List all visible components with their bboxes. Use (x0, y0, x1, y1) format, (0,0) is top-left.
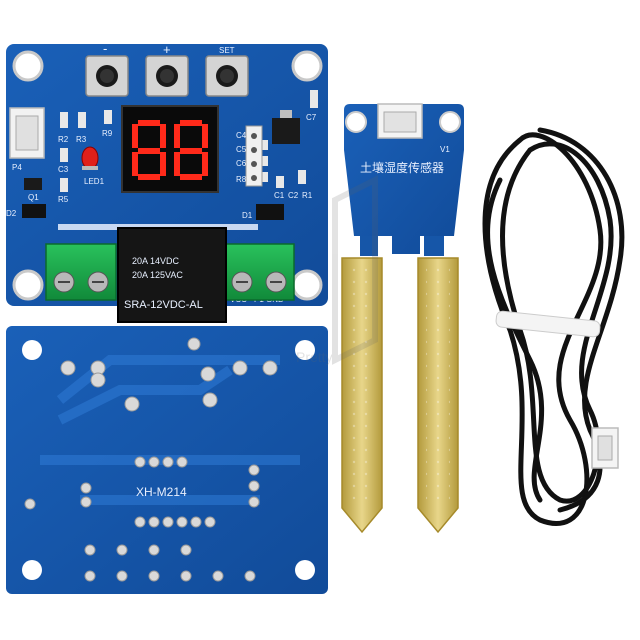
label-q1: Q1 (28, 193, 39, 202)
label-d2: D2 (6, 209, 17, 218)
watermark: Pretty (296, 175, 378, 365)
digit-1 (132, 120, 166, 180)
voltage-regulator (272, 110, 300, 144)
jumper-cable (482, 127, 625, 526)
label-r9: R9 (102, 129, 113, 138)
label-led1: LED1 (84, 177, 105, 186)
soil-probe: 土壤湿度传感器 V1 (341, 103, 464, 534)
cable-tie (495, 310, 601, 338)
mounting-holes-bottom (22, 340, 315, 580)
button-set[interactable] (205, 55, 249, 97)
label-c1: C1 (274, 191, 285, 200)
solder-pads (24, 337, 278, 582)
label-c7: C7 (306, 113, 317, 122)
label-r2: R2 (58, 135, 69, 144)
silkscreen-labels: R2 R3 R9 C7 C3 LED1 Q1 R5 D2 D1 C4 C5 C6… (6, 113, 317, 304)
probe-v1: V1 (440, 145, 450, 154)
label-c2: C2 (288, 191, 299, 200)
red-led (81, 146, 99, 170)
button-set-label: SET (219, 46, 235, 55)
diode-d2 (22, 204, 46, 218)
label-c4: C4 (236, 131, 247, 140)
button-minus[interactable] (85, 55, 129, 97)
label-d1: D1 (242, 211, 253, 220)
transistor-q1 (24, 178, 42, 190)
digit-2 (174, 120, 208, 180)
label-r8: R8 (236, 175, 247, 184)
relay-line1: 20A 14VDC (132, 256, 180, 266)
relay-model: SRA-12VDC-AL (124, 299, 203, 311)
led-display (121, 105, 219, 193)
diode-d1 (256, 204, 284, 220)
bottom-model-label: XH-M214 (136, 485, 187, 499)
button-plus[interactable] (145, 55, 189, 97)
watermark-text: Pretty (296, 349, 333, 365)
button-plus-label: + (163, 42, 171, 57)
top-board: - + SET (6, 41, 328, 323)
relay-line2: 20A 125VAC (132, 270, 183, 280)
probe-connector (377, 103, 423, 139)
label-c3: C3 (58, 165, 69, 174)
terminal-block-right[interactable] (223, 243, 295, 301)
probe-prong-left (341, 257, 383, 534)
label-c5: C5 (236, 145, 247, 154)
label-p4: P4 (12, 163, 22, 172)
smd-components (60, 90, 318, 192)
probe-title: 土壤湿度传感器 (360, 160, 444, 175)
terminal-block-left[interactable] (45, 243, 117, 301)
label-c6: C6 (236, 159, 247, 168)
connector-p4 (9, 107, 45, 159)
relay: 20A 14VDC 20A 125VAC SRA-12VDC-AL (117, 227, 227, 323)
label-r3: R3 (76, 135, 87, 144)
label-r5: R5 (58, 195, 69, 204)
pin-header (245, 125, 263, 187)
probe-prong-right (417, 257, 459, 534)
bottom-board: XH-M214 (6, 326, 328, 594)
label-r1: R1 (302, 191, 313, 200)
button-minus-label: - (103, 41, 107, 56)
cable-connector (591, 427, 619, 469)
